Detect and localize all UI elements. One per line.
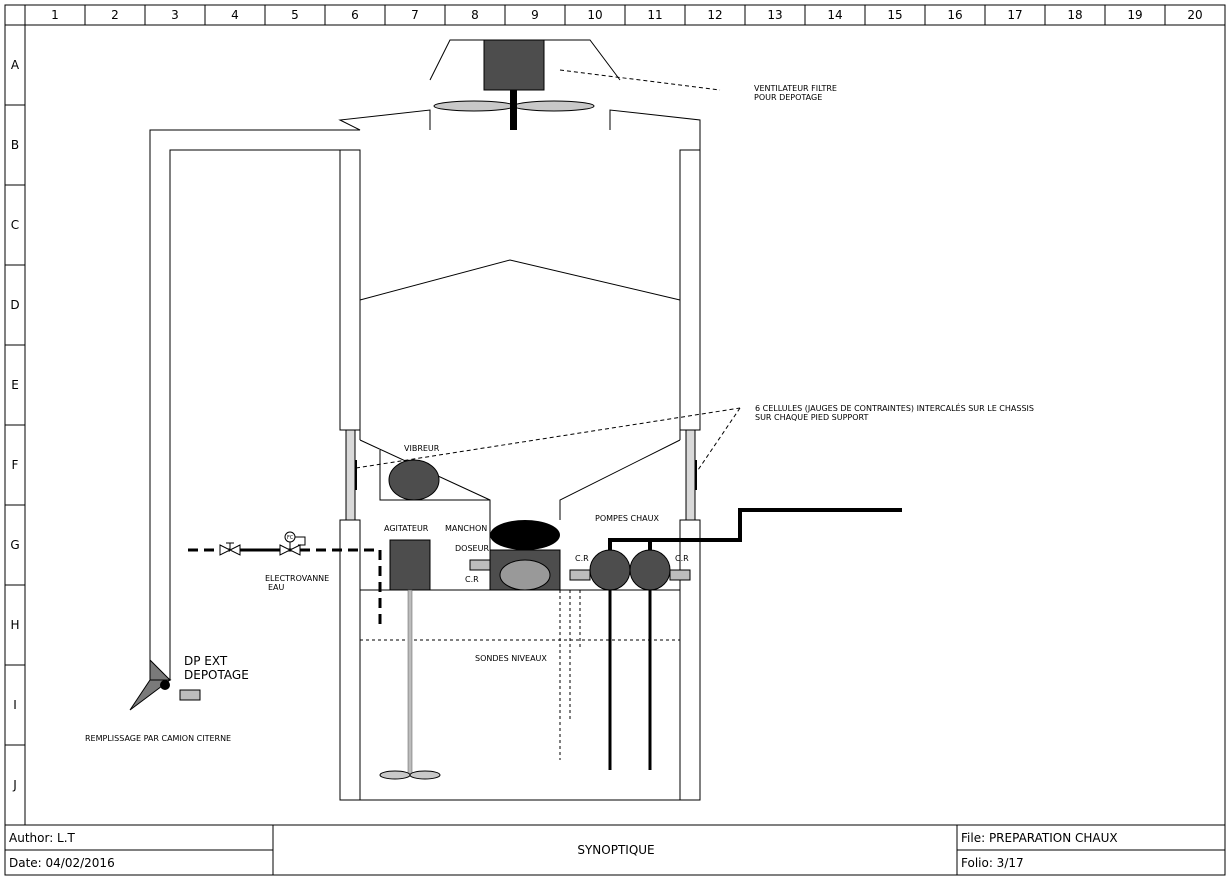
row-label: J [12,778,17,792]
drawing-frame [4,4,1226,876]
column-label: 1 [51,8,59,22]
agitateur-label: AGITATEUR [384,524,429,533]
cr-pump-right-label: C.R [675,554,689,563]
lime-pumps [569,508,902,770]
author-text: Author: L.T [9,831,76,845]
remplissage-label: REMPLISSAGE PAR CAMION CITERNE [85,734,231,743]
pompes-label: POMPES CHAUX [595,514,659,523]
cr-doser-label: C.R [465,575,479,584]
column-label: 19 [1127,8,1142,22]
file-text: File: PREPARATION CHAUX [961,831,1118,845]
column-label: 2 [111,8,119,22]
column-label: 8 [471,8,479,22]
unloading-point [129,658,201,711]
column-label: 10 [587,8,602,22]
electrovanne-label-line2: EAU [268,583,285,592]
fan-label-line1: VENTILATEUR FILTRE [754,84,837,93]
electrovanne-label-line1: ELECTROVANNE [265,574,329,583]
row-label: I [13,698,17,712]
column-label: 4 [231,8,239,22]
folio-text: Folio: 3/17 [961,856,1024,870]
silo-roof [149,109,701,680]
column-label: 3 [171,8,179,22]
row-label: F [12,458,19,472]
cells-label-line2: SUR CHAQUE PIED SUPPORT [755,413,869,422]
column-label: 17 [1007,8,1022,22]
column-label: 15 [887,8,902,22]
column-label: 13 [767,8,782,22]
water-line [188,531,382,630]
column-label: 6 [351,8,359,22]
row-label: D [10,298,19,312]
silo-legs [339,149,701,801]
column-label: 11 [647,8,662,22]
level-probes [559,590,581,760]
row-label: G [10,538,19,552]
column-label: 14 [827,8,842,22]
cr-pump-left-label: C.R [575,554,589,563]
doser [469,520,561,591]
sondes-label: SONDES NIVEAUX [475,654,547,663]
dp-label-line2: DEPOTAGE [184,668,249,682]
column-label: 12 [707,8,722,22]
silo-body [359,259,681,550]
column-label: 20 [1187,8,1202,22]
row-label: E [11,378,19,392]
doseur-label: DOSEUR [455,544,489,553]
load-cell-leaders [355,407,741,471]
drawing-title: SYNOPTIQUE [577,843,654,857]
row-label: H [10,618,19,632]
row-label: C [11,218,19,232]
cells-label-line1: 6 CELLULES (JAUGES DE CONTRAINTES) INTER… [755,402,1034,413]
manchon-label: MANCHON [445,524,487,533]
dp-label-line1: DP EXT [184,654,228,668]
row-label: B [11,138,19,152]
title-block [5,825,1225,875]
row-grid: A B C D E F G H I J [5,24,25,792]
vibreur-label: VIBREUR [404,444,440,453]
column-label: 9 [531,8,539,22]
column-label: 7 [411,8,419,22]
fan-label-line2: POUR DEPOTAGE [754,93,822,102]
fan-filter [429,39,721,130]
agitator [379,539,441,780]
vibrator [388,459,440,501]
column-label: 18 [1067,8,1082,22]
column-label: 16 [947,8,962,22]
date-text: Date: 04/02/2016 [9,856,115,870]
column-label: 5 [291,8,299,22]
valve-fc-label: FC [287,535,294,541]
row-label: A [11,58,20,72]
